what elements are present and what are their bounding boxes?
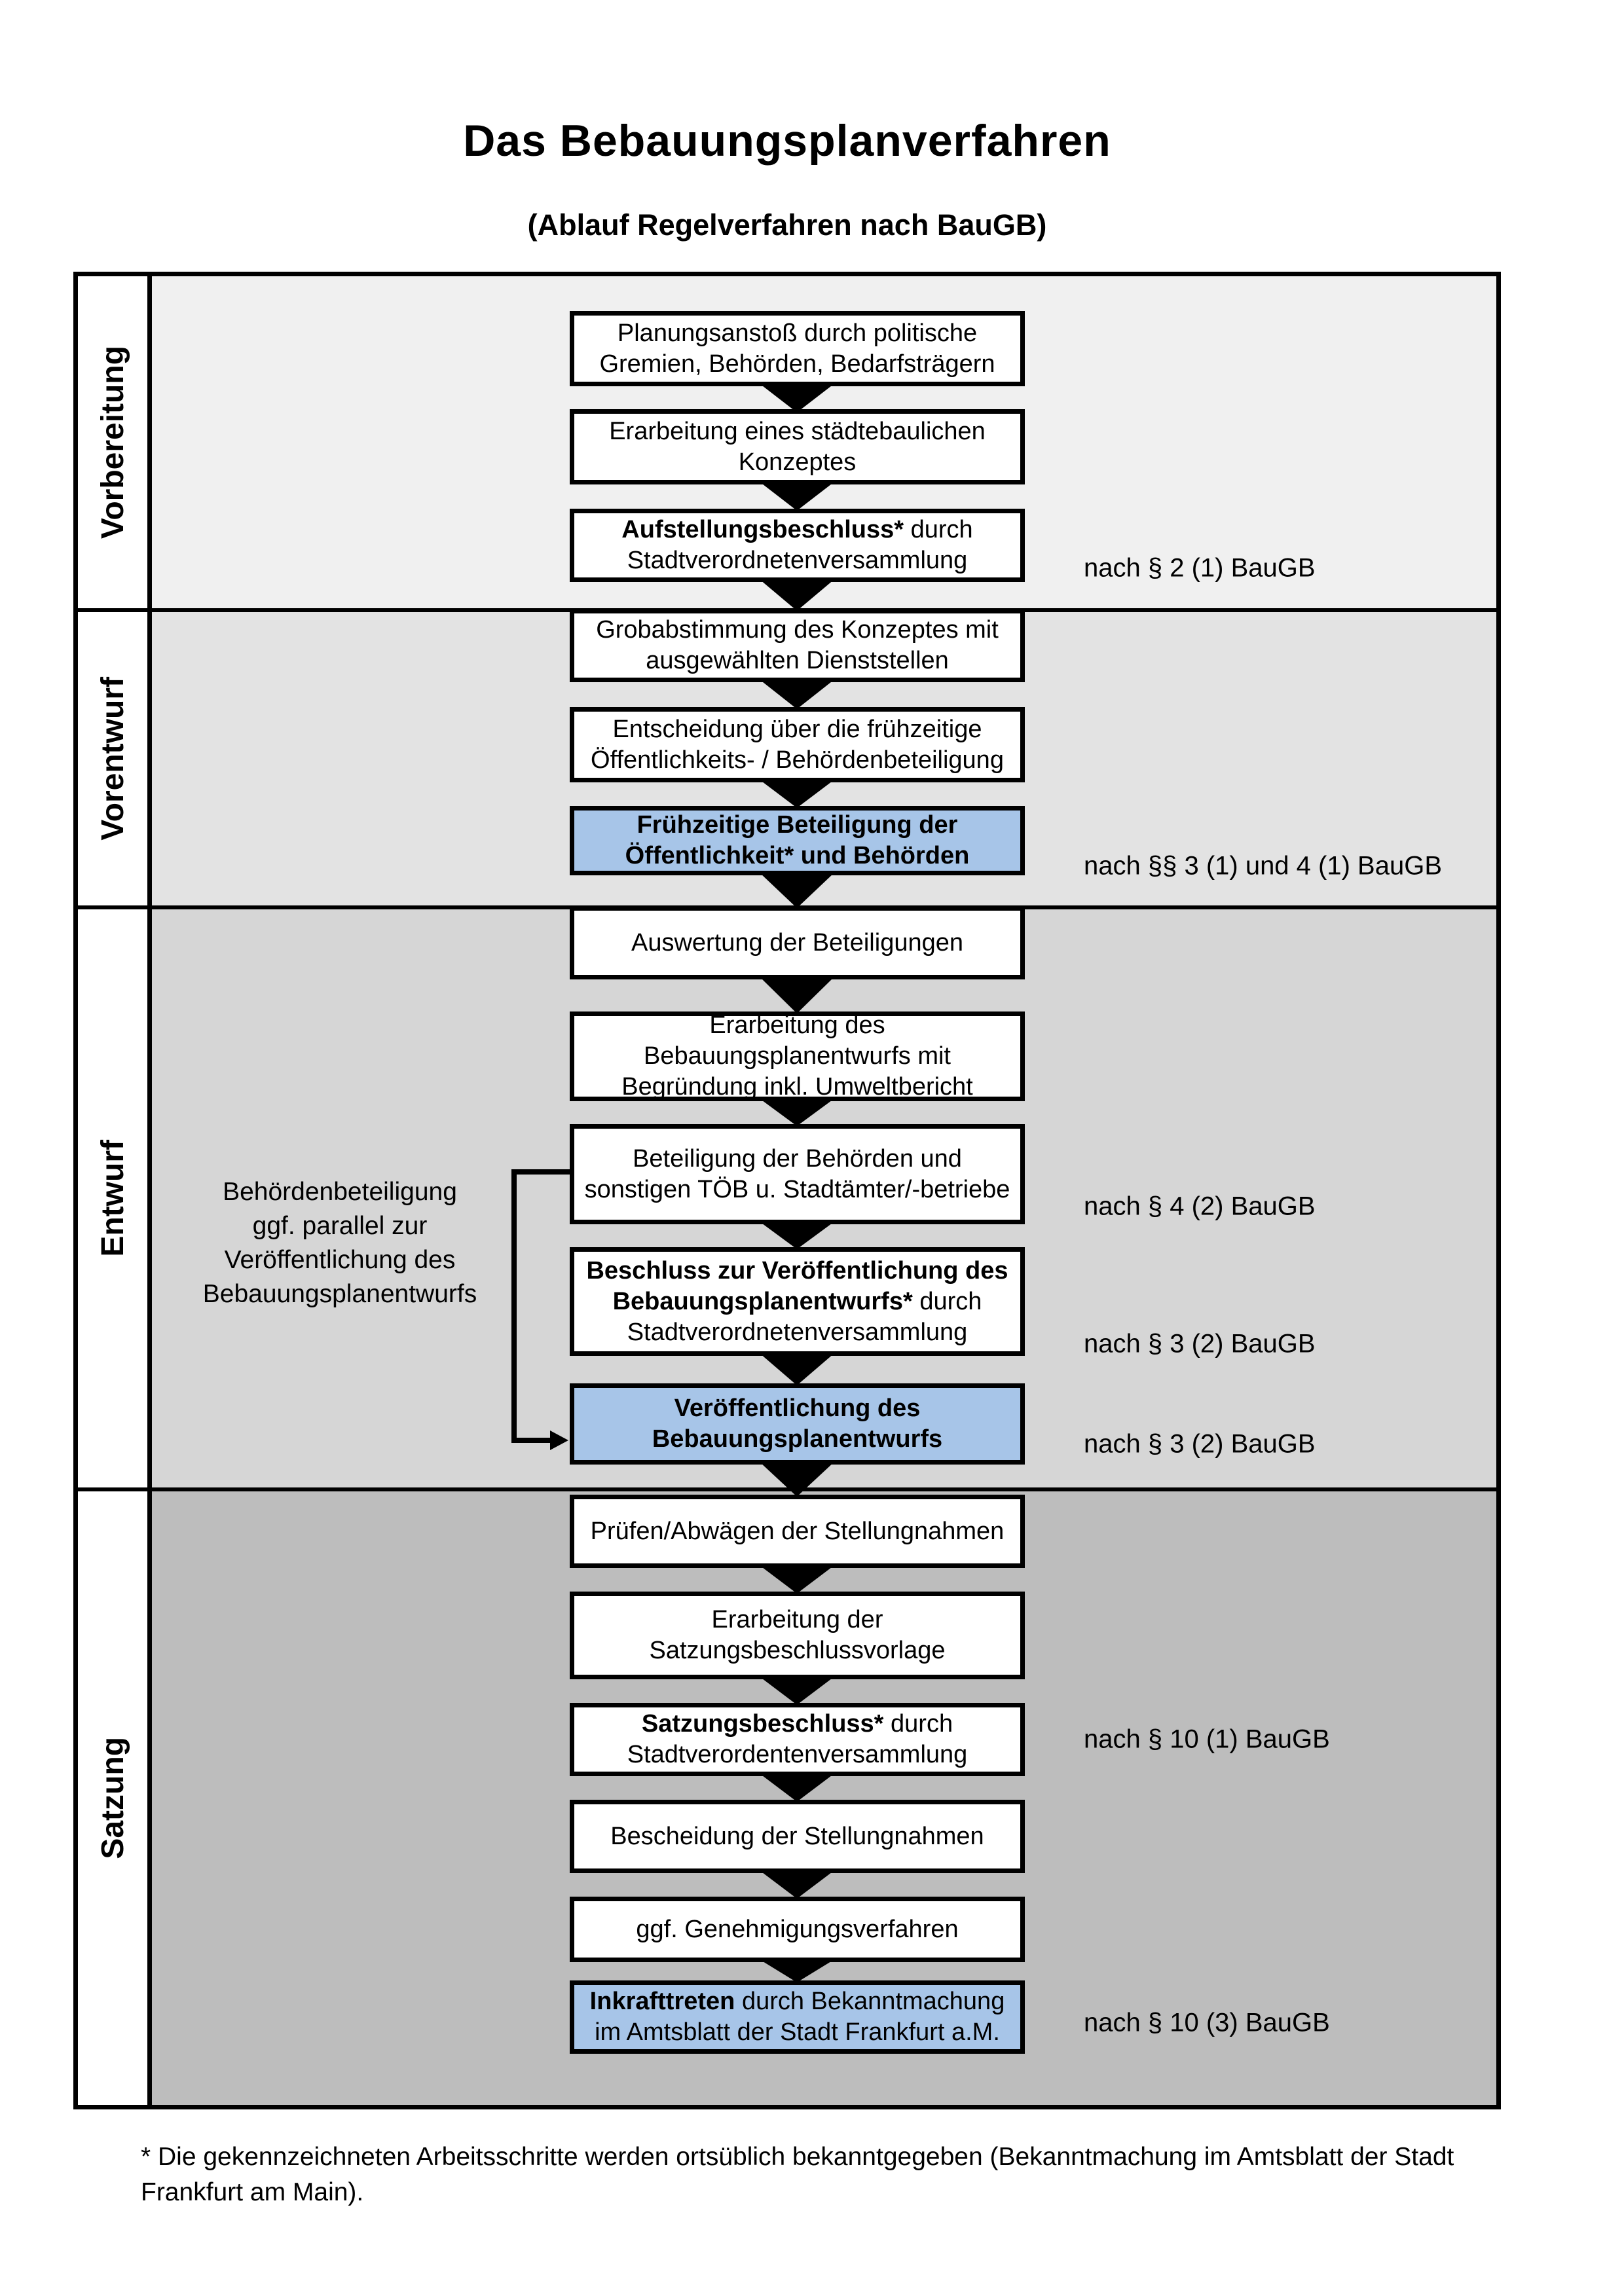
flow-box-line: ausgewählten Dienststellen <box>646 647 949 674</box>
flow-box-line: Öffentlichkeits- / Behördenbeteiligung <box>591 746 1004 774</box>
down-arrow-icon <box>760 1099 834 1126</box>
flow-box-line: Bebauungsplanentwurfs <box>652 1425 943 1453</box>
flow-box-line: ggf. Genehmigungsverfahren <box>636 1915 959 1943</box>
flow-box-b4: Grobabstimmung des Konzeptes mit ausgewäh… <box>570 609 1025 682</box>
flow-box-line: Bebauungsplanentwurfs* durch <box>612 1287 982 1315</box>
down-arrow-icon <box>760 680 834 709</box>
page-subtitle: (Ablauf Regelverfahren nach BauGB) <box>527 208 1047 242</box>
flow-box-line: Grobabstimmung des Konzeptes mit <box>596 616 999 644</box>
down-arrow-icon <box>760 1565 834 1594</box>
bracket-line-top <box>511 1169 570 1175</box>
down-arrow-icon <box>760 1353 834 1385</box>
legal-ref-r2: nach §§ 3 (1) und 4 (1) BauGB <box>1084 851 1442 881</box>
legal-ref-r5: nach § 3 (2) BauGB <box>1084 1429 1316 1459</box>
flow-box-b15: Bescheidung der Stellungnahmen <box>570 1800 1025 1873</box>
flow-box-line: Auswertung der Beteiligungen <box>631 928 963 957</box>
page-title: Das Bebauungsplanverfahren <box>463 116 1111 166</box>
side-note-line: Bebauungsplanentwurfs <box>202 1280 477 1308</box>
down-arrow-icon <box>760 1222 834 1249</box>
legal-ref-r1: nach § 2 (1) BauGB <box>1084 553 1316 583</box>
flow-box-b16: ggf. Genehmigungsverfahren <box>570 1897 1025 1962</box>
flow-box-line: Inkrafttreten durch Bekanntmachung <box>589 1988 1005 2015</box>
footnote: * Die gekennzeichneten Arbeitsschritte w… <box>141 2143 1454 2206</box>
side-note-line: ggf. parallel zur <box>252 1212 428 1240</box>
legal-ref-r3: nach § 4 (2) BauGB <box>1084 1192 1316 1221</box>
down-arrow-icon <box>760 780 834 808</box>
flow-box-line: sonstigen TÖB u. Stadtämter/-betriebe <box>584 1175 1010 1203</box>
flow-box-line: Erarbeitung eines städtebaulichen <box>609 417 986 445</box>
legal-ref-r7: nach § 10 (3) BauGB <box>1084 2008 1330 2037</box>
flow-box-line: Erarbeitung des <box>709 1011 885 1039</box>
down-arrow-icon <box>760 1774 834 1802</box>
flow-box-line: Satzungsbeschlussvorlage <box>649 1637 946 1664</box>
flow-box-line: Prüfen/Abwägen der Stellungnahmen <box>590 1517 1005 1545</box>
legal-ref-r6: nach § 10 (1) BauGB <box>1084 1724 1330 1754</box>
bracket-arrow-right-icon <box>550 1430 568 1450</box>
down-arrow-icon <box>760 482 834 511</box>
flow-box-line: Entscheidung über die frühzeitige <box>612 715 982 743</box>
phase-label-cell-vorentwurf: Vorentwurf <box>78 612 152 909</box>
flow-box-line: Frühzeitige Beteiligung der <box>637 811 958 839</box>
flow-box-line: Öffentlichkeit* und Behörden <box>625 842 970 869</box>
down-arrow-icon <box>760 384 834 412</box>
down-arrow-icon <box>760 1959 834 1982</box>
flow-box-line: Stadtverordnetenversammlung <box>627 547 968 574</box>
legal-ref-r4: nach § 3 (2) BauGB <box>1084 1329 1316 1358</box>
phase-label-cell-entwurf: Entwurf <box>78 909 152 1491</box>
flow-box-line: Bebauungsplanentwurfs mit <box>644 1042 951 1070</box>
flow-box-line: Beschluss zur Veröffentlichung des <box>586 1256 1008 1285</box>
flow-box-line: Planungsanstoß durch politische <box>617 319 978 347</box>
side-note-line: Behördenbeteiligung <box>223 1178 457 1206</box>
flow-box-line: Erarbeitung der <box>711 1606 883 1633</box>
flow-box-line: Aufstellungsbeschluss* durch <box>621 516 973 543</box>
down-arrow-icon <box>760 873 834 908</box>
flow-box-line: Satzungsbeschluss* durch <box>641 1710 953 1738</box>
flow-box-b17-highlighted: Inkrafttreten durch Bekanntmachung im Amt… <box>570 1980 1025 2054</box>
flow-box-line: Stadtverordnetenversammlung <box>627 1318 968 1346</box>
flow-box-line: Veröffentlichung des <box>674 1394 921 1422</box>
down-arrow-icon <box>760 977 834 1013</box>
flow-box-b7: Auswertung der Beteiligungen <box>570 906 1025 979</box>
side-note-line: Veröffentlichung des <box>224 1246 456 1274</box>
flow-box-line: im Amtsblatt der Stadt Frankfurt a.M. <box>595 2018 1000 2046</box>
phase-label-cell-vorbereitung: Vorbereitung <box>78 276 152 612</box>
flow-box-line: Gremien, Behörden, Bedarfsträgern <box>599 350 995 378</box>
flow-box-line: Bescheidung der Stellungnahmen <box>610 1822 984 1850</box>
flow-box-line: Konzeptes <box>738 448 857 476</box>
phase-label-cell-satzung: Satzung <box>78 1491 152 2105</box>
down-arrow-icon <box>760 1462 834 1497</box>
down-arrow-icon <box>760 1870 834 1899</box>
bracket-line-bottom <box>511 1438 551 1443</box>
flow-box-b12: Prüfen/Abwägen der Stellungnahmen <box>570 1495 1025 1568</box>
flow-box-line: Begründung inkl. Umweltbericht <box>621 1073 973 1101</box>
flow-box-line: Beteiligung der Behörden und <box>633 1144 962 1173</box>
bracket-line-vertical <box>511 1169 517 1443</box>
flow-box-line: Stadtverordentenversammlung <box>627 1741 968 1768</box>
down-arrow-icon <box>760 1677 834 1705</box>
down-arrow-icon <box>760 579 834 611</box>
